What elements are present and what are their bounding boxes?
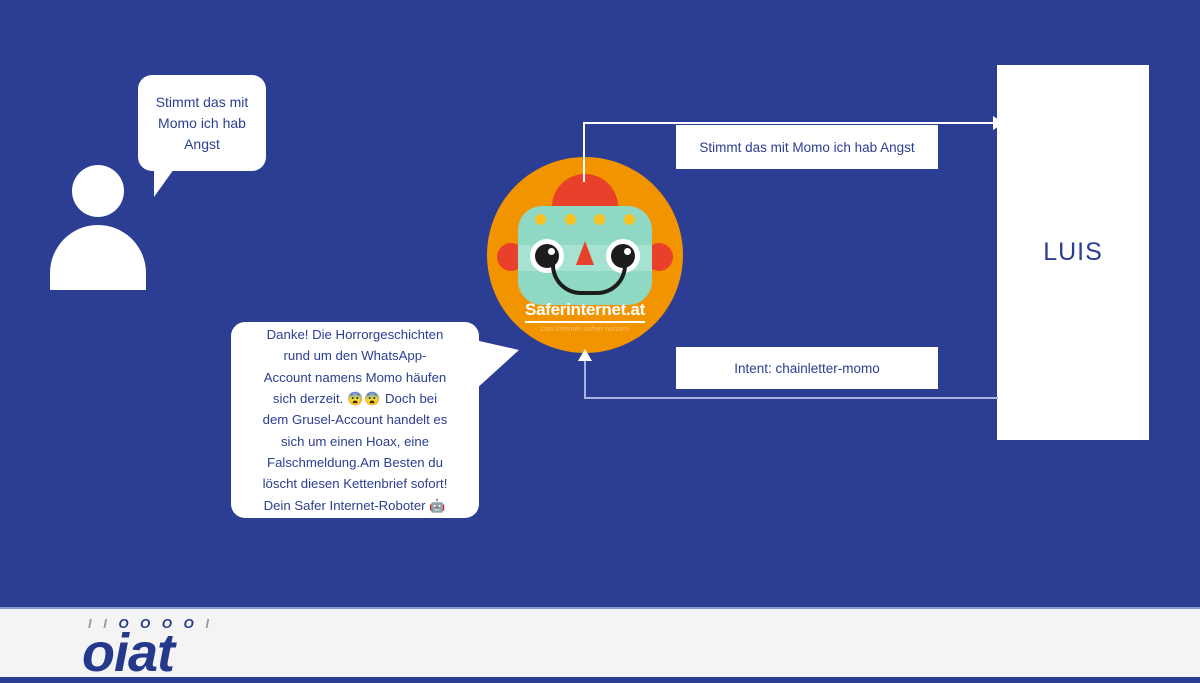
robot-dots-icon (535, 214, 635, 226)
bot-message-text: Danke! Die Horrorgeschichten rund um den… (263, 324, 448, 516)
request-message-text: Stimmt das mit Momo ich hab Angst (699, 139, 915, 155)
oiat-bits-mid: O O O O (118, 616, 198, 631)
robot-face-emoji: 🤖 (429, 497, 447, 513)
bot-reply-line-1: Danke! Die Horrorgeschichten (266, 326, 444, 342)
request-message-box: Stimmt das mit Momo ich hab Angst (676, 125, 938, 169)
oiat-logo-wordmark: oiat (82, 623, 175, 683)
saferinternet-robot-mascot: Saferinternet.at Das Internet sicher nut… (487, 157, 683, 353)
speech-bubble-tail-icon (154, 169, 174, 197)
bot-speech-bubble: Danke! Die Horrorgeschichten rund um den… (231, 322, 519, 518)
connector-up-segment (583, 122, 585, 182)
return-connector-vertical-segment (584, 360, 586, 399)
fearful-face-emoji: 😨😨 (346, 390, 382, 406)
bot-reply-line-6: sich um einen Hoax, eine (280, 433, 430, 449)
return-connector-horizontal-segment (584, 397, 998, 399)
bot-reply-line-4a: sich derzeit. (272, 390, 347, 406)
brand-name-text: Saferinternet.at (525, 300, 645, 323)
bot-reply-line-9: Dein Safer Internet-Roboter (263, 497, 430, 513)
robot-nose-icon (576, 241, 594, 265)
luis-service-box[interactable]: LUIS (997, 65, 1149, 440)
intent-message-box: Intent: chainletter-momo (676, 347, 938, 389)
oiat-logo-bits: I I O O O O I (88, 617, 213, 630)
luis-label: LUIS (1043, 238, 1103, 266)
user-message-text: Stimmt das mit Momo ich hab Angst (155, 93, 249, 152)
intent-message-text: Intent: chainletter-momo (734, 360, 880, 376)
bot-reply-line-3: Account namens Momo häufen (263, 369, 447, 385)
return-connector-arrowhead-up-icon (578, 349, 592, 361)
bot-reply-line-4b: Doch bei (381, 390, 438, 406)
bot-reply-line-2: rund um den WhatsApp- (283, 348, 427, 364)
oiat-bits-pre: I I (88, 616, 119, 631)
footer-bar: I I O O O O I oiat (0, 607, 1200, 683)
mascot-brand: Saferinternet.at Das Internet sicher nut… (487, 300, 683, 333)
avatar-body-icon (50, 225, 146, 290)
speech-bubble-tail-icon (475, 340, 519, 390)
oiat-logo: I I O O O O I oiat (82, 617, 213, 683)
bot-reply-line-7: Falschmeldung.Am Besten du (267, 455, 443, 471)
user-avatar (50, 165, 146, 290)
avatar-head-icon (72, 165, 124, 217)
oiat-bits-post: I (197, 616, 213, 631)
brand-tagline-text: Das Internet sicher nutzen! (540, 326, 630, 333)
connector-right-segment (583, 122, 998, 124)
bot-reply-line-8: löscht diesen Kettenbrief sofort! (262, 476, 448, 492)
user-speech-bubble: Stimmt das mit Momo ich hab Angst (138, 75, 266, 197)
bot-reply-line-5: dem Grusel-Account handelt es (262, 412, 448, 428)
